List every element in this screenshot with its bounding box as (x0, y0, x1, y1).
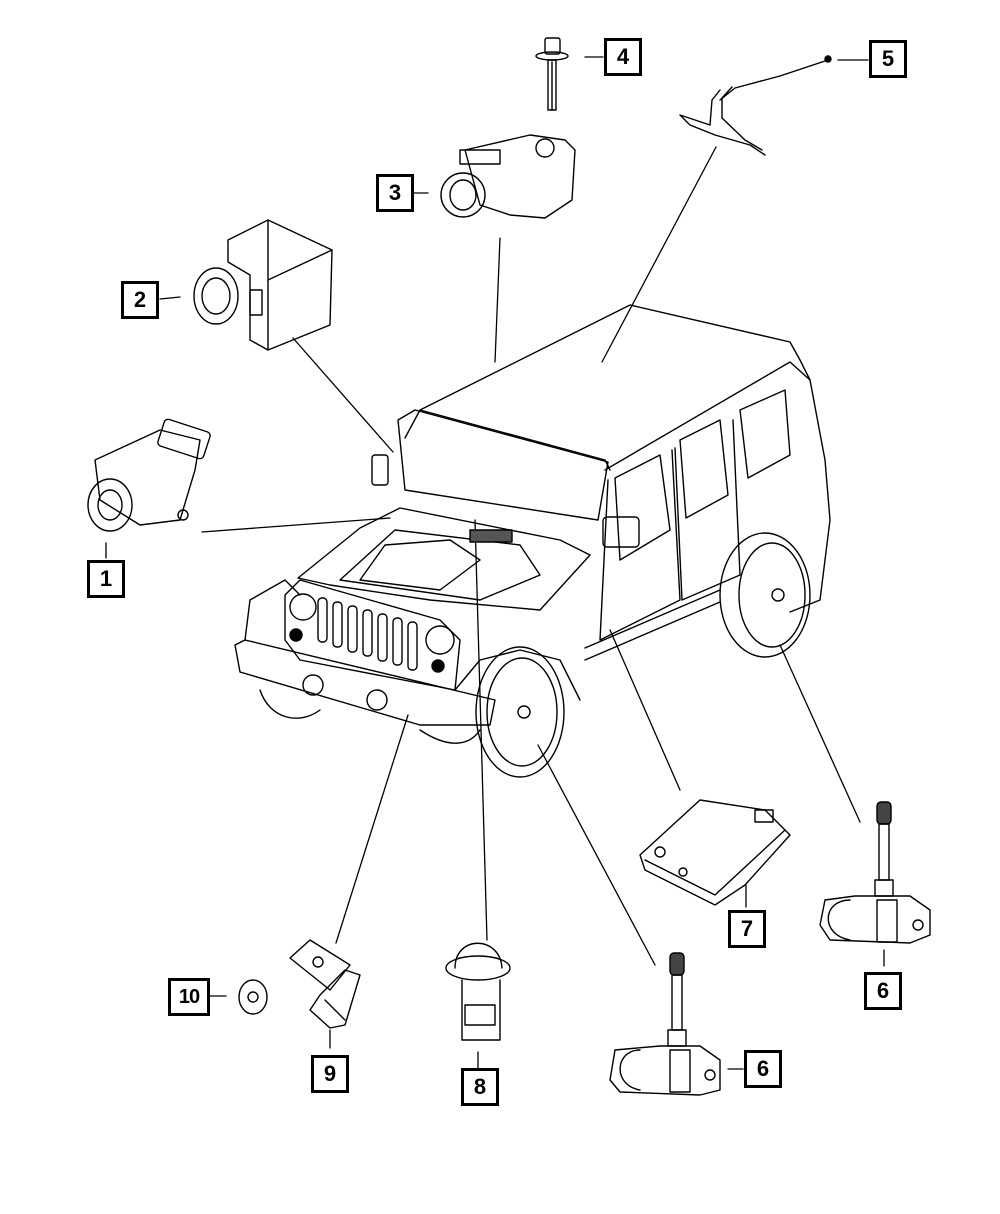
leader-3 (494, 237, 501, 363)
leader-9 (335, 714, 409, 944)
part-4-bolt (535, 37, 569, 111)
part-6-tpms-sensor-front (609, 952, 721, 1096)
callout-6-rear[interactable]: 6 (864, 972, 902, 1010)
callout-3[interactable]: 3 (376, 174, 414, 212)
callout-9[interactable]: 9 (311, 1055, 349, 1093)
leader-6b (779, 644, 861, 823)
leader-7 (609, 629, 681, 791)
callout-8[interactable]: 8 (461, 1068, 499, 1106)
part-9-ambient-temperature-sensor (289, 939, 361, 1029)
vehicle-illustration (234, 304, 831, 778)
grille-slots (317, 597, 418, 671)
part-2-control-module (193, 219, 333, 351)
leader-6a (537, 744, 656, 966)
part-5-antenna-cable (679, 55, 832, 156)
part-8-ambient-light-sensor (445, 942, 511, 1041)
leader-5 (601, 146, 717, 363)
rear-wheel (719, 532, 811, 658)
part-7-receiver-module (639, 799, 791, 906)
leader-callout-2 (159, 296, 181, 300)
leader-lines (105, 56, 885, 1070)
callout-2[interactable]: 2 (121, 281, 159, 319)
part-3-impact-sensor (440, 134, 576, 219)
callout-7[interactable]: 7 (728, 910, 766, 948)
callout-10[interactable]: 10 (168, 978, 210, 1016)
callout-4[interactable]: 4 (604, 38, 642, 76)
leader-8 (474, 519, 488, 941)
part-6-tpms-sensor-rear (819, 801, 931, 944)
part-10-nut (238, 979, 268, 1015)
leader-2 (292, 337, 394, 453)
callout-5[interactable]: 5 (869, 40, 907, 78)
part-1-speed-sensor (87, 418, 211, 532)
leader-1 (201, 517, 391, 533)
callout-1[interactable]: 1 (87, 560, 125, 598)
front-wheel (475, 646, 565, 778)
callout-6-front[interactable]: 6 (744, 1050, 782, 1088)
